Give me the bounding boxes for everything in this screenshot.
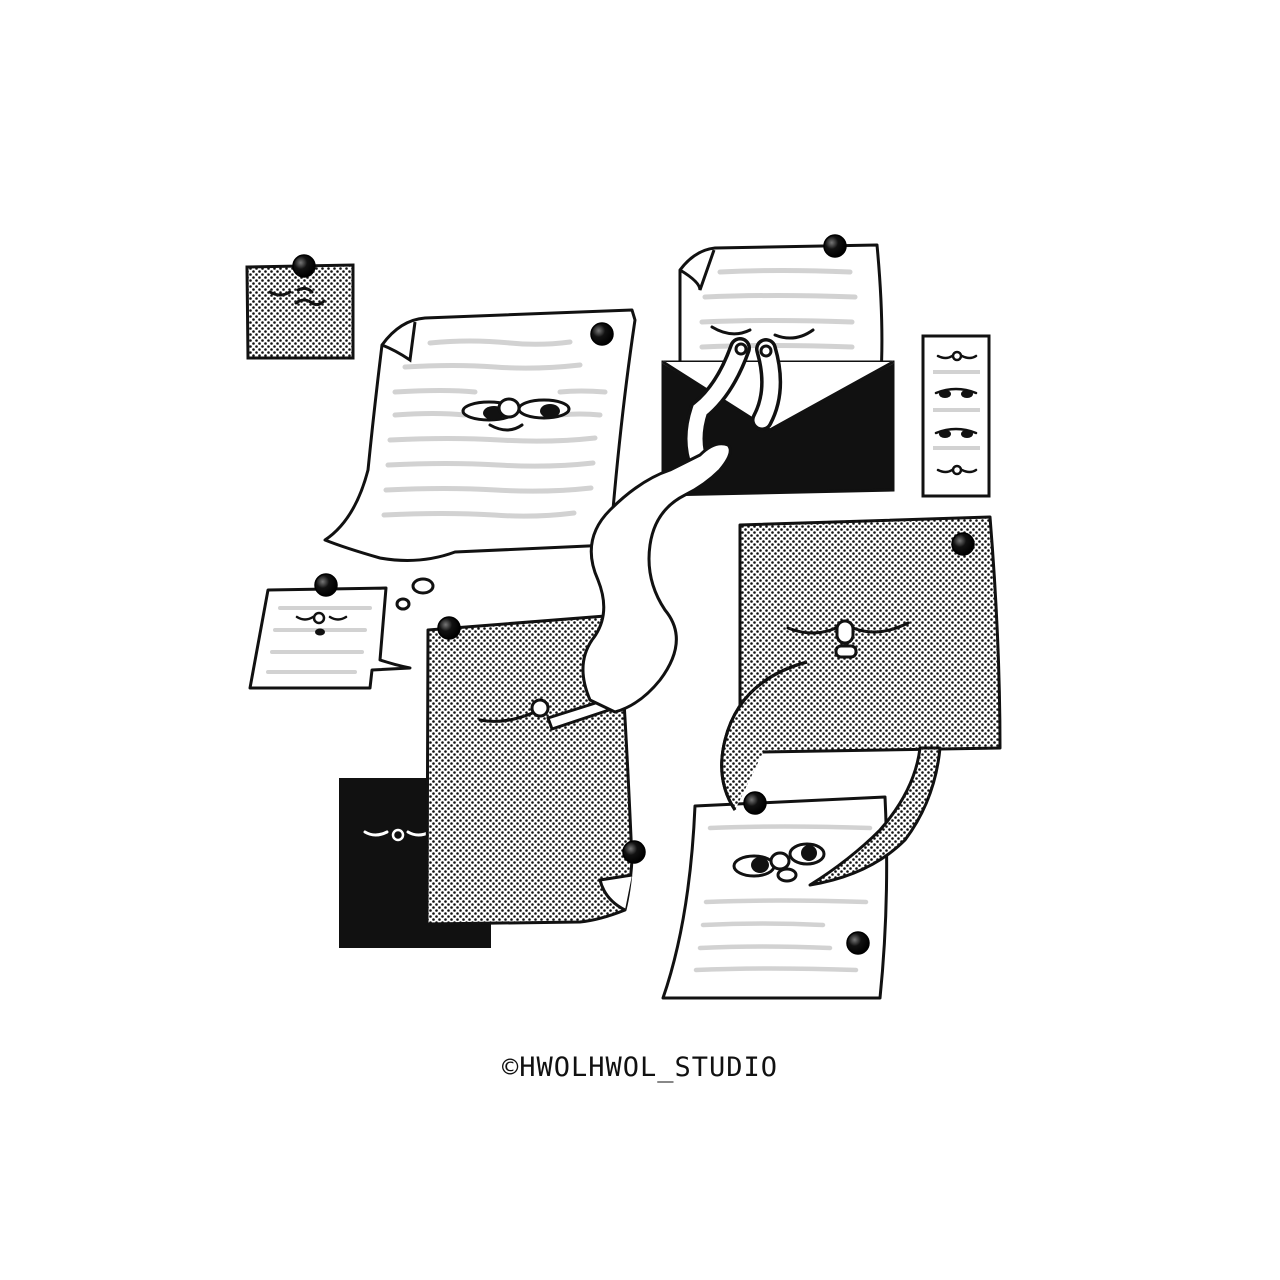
pushpin-icon — [823, 234, 847, 258]
pushpin-icon — [590, 322, 614, 346]
pushpin-icon — [846, 931, 870, 955]
glasses-paper — [323, 308, 637, 611]
pushpin-icon — [292, 254, 316, 278]
pushpin-icon — [951, 532, 975, 556]
pushpin-icon — [437, 616, 461, 640]
speech-bubble-note — [248, 573, 412, 690]
pushpin-icon — [314, 573, 338, 597]
pushpin-icon — [622, 840, 646, 864]
smoke-plume — [581, 442, 732, 714]
envelope-paper — [661, 234, 895, 497]
studio-credit: ©HWOLHWOL_STUDIO — [501, 1052, 779, 1083]
reading-paper — [661, 791, 889, 1000]
narrow-strip-note — [921, 334, 991, 498]
pushpin-icon — [743, 791, 767, 815]
small-halftone-note — [245, 254, 355, 360]
smoking-halftone-note — [425, 613, 646, 926]
